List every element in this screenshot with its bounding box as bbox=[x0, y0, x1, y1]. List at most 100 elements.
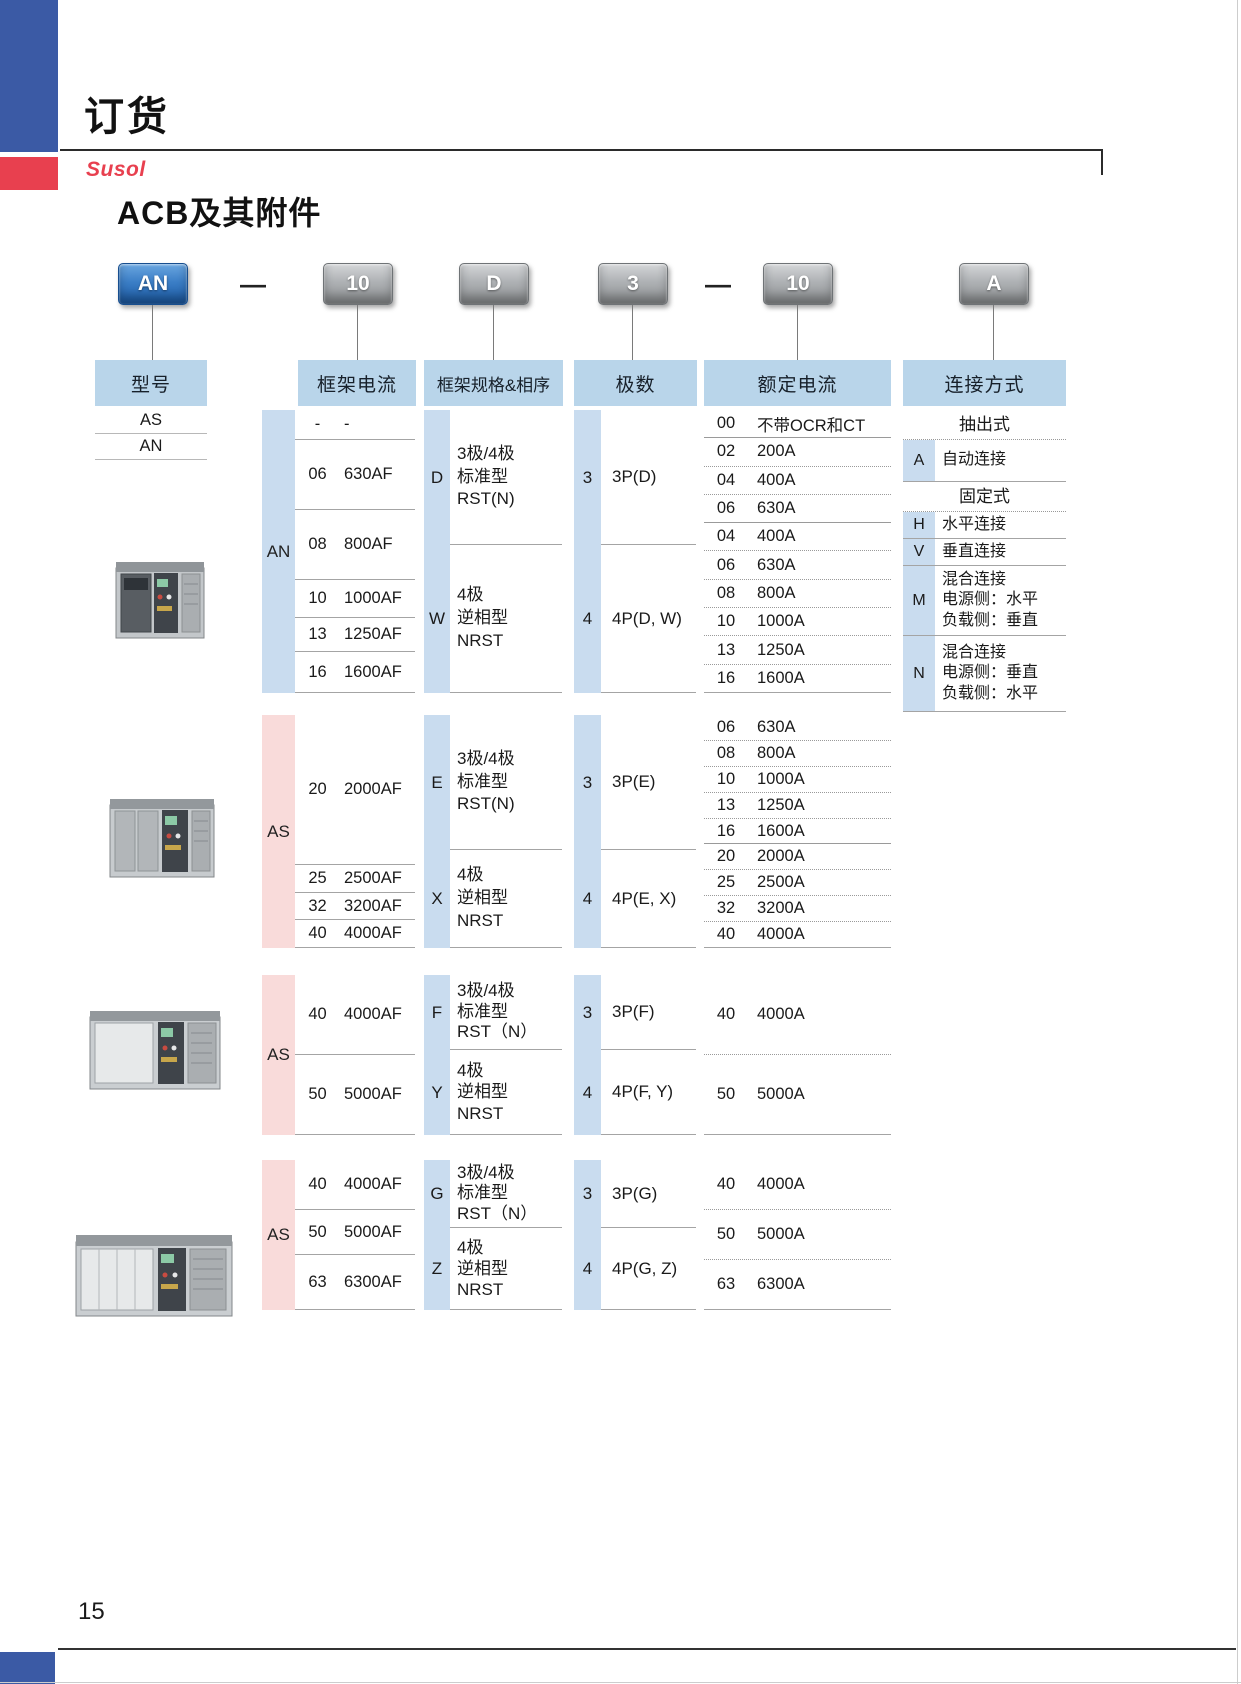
code-cell: 10 bbox=[716, 769, 736, 788]
value-cell: 630A bbox=[757, 499, 796, 518]
code-cell: 25 bbox=[308, 869, 327, 887]
spec-desc: 3极/4极 标准型 RST(N) bbox=[450, 715, 562, 850]
value-cell: 混合连接 电源侧：垂直 负载侧：水平 bbox=[942, 643, 1039, 702]
pole-label: 4P(E, X) bbox=[601, 850, 696, 948]
code-cell: 13 bbox=[308, 625, 327, 643]
code-cell: V bbox=[903, 539, 935, 565]
poles-number-strip: 3 4 bbox=[574, 410, 601, 693]
value-cell: 2000AF bbox=[344, 780, 402, 798]
top-rule-tick bbox=[1101, 149, 1103, 175]
table-row: 16 1600A bbox=[704, 665, 891, 693]
code-cell: 40 bbox=[308, 924, 327, 942]
frame-spec-descriptions: 3极/4极 标准型 RST（N） 4极 逆相型 NRST bbox=[450, 1160, 562, 1310]
code-cell: 32 bbox=[308, 896, 327, 915]
corner-accent-block bbox=[0, 0, 58, 152]
code-cell: 06 bbox=[308, 465, 327, 483]
value-cell: 1000A bbox=[757, 769, 805, 788]
corner-accent-block-bottom bbox=[0, 1652, 55, 1684]
value-cell: 400A bbox=[757, 527, 796, 546]
value-cell: 6300AF bbox=[344, 1272, 402, 1291]
code-dash: — bbox=[705, 269, 731, 299]
value-cell: 4000AF bbox=[344, 1005, 402, 1023]
connector-line bbox=[357, 305, 358, 360]
code-cell: 08 bbox=[716, 583, 736, 602]
product-photo-acb-1 bbox=[115, 562, 205, 639]
code-cell: 13 bbox=[716, 795, 736, 814]
column-header-frame-current: 框架电流 bbox=[298, 360, 416, 406]
code-cell: 40 bbox=[716, 1175, 736, 1193]
spec-letter: G bbox=[430, 1184, 444, 1203]
value-cell: 630A bbox=[757, 717, 796, 736]
series-strip-as: AS bbox=[262, 715, 295, 948]
page-number: 15 bbox=[78, 1598, 105, 1625]
pole-number: 4 bbox=[582, 889, 593, 908]
code-cell: 50 bbox=[308, 1085, 327, 1103]
pole-number: 4 bbox=[582, 1082, 593, 1102]
code-cell: 50 bbox=[308, 1222, 327, 1241]
code-cell: 40 bbox=[716, 1005, 736, 1023]
pole-number: 4 bbox=[582, 1259, 593, 1278]
value-cell: 800AF bbox=[344, 535, 393, 553]
value-cell: 800A bbox=[757, 743, 796, 762]
red-accent-block bbox=[0, 157, 58, 190]
spec-letter: W bbox=[428, 609, 446, 628]
value-cell: 5000AF bbox=[344, 1085, 402, 1103]
value-cell: 1600A bbox=[757, 668, 805, 687]
code-cell: 02 bbox=[716, 442, 736, 461]
code-cell: 16 bbox=[716, 668, 736, 687]
value-cell: 固定式 bbox=[959, 486, 1010, 506]
column-header-model: 型号 bbox=[95, 360, 207, 406]
page-right-edge bbox=[1237, 0, 1238, 1684]
value-cell: AS bbox=[139, 411, 162, 429]
pole-label: 4P(D, W) bbox=[601, 545, 696, 693]
spec-desc: 3极/4极 标准型 RST（N） bbox=[450, 975, 562, 1050]
poles-labels: 3P(E) 4P(E, X) bbox=[601, 715, 696, 948]
table-row: -- bbox=[295, 410, 415, 440]
top-rule bbox=[60, 149, 1103, 151]
spec-desc: 4极 逆相型 NRST bbox=[450, 1228, 562, 1310]
value-cell: 4000A bbox=[757, 925, 805, 944]
connector-line bbox=[152, 305, 153, 360]
spec-letter: Z bbox=[431, 1259, 443, 1278]
product-photo-acb-2 bbox=[109, 799, 215, 878]
series-strip-as: AS bbox=[262, 975, 295, 1135]
spec-letter: F bbox=[431, 1002, 443, 1022]
section-header-row: 抽出式 bbox=[903, 410, 1066, 440]
code-cell: 06 bbox=[716, 717, 736, 736]
value-cell: 4000AF bbox=[344, 1175, 402, 1193]
code-cell: 16 bbox=[308, 662, 327, 681]
pole-number: 3 bbox=[582, 467, 593, 487]
value-cell: 5000A bbox=[757, 1225, 805, 1243]
spec-letter: X bbox=[431, 889, 443, 908]
spec-desc: 4极 逆相型 NRST bbox=[450, 1050, 562, 1135]
code-cell: - bbox=[314, 415, 321, 433]
section-heading: ACB及其附件 bbox=[117, 195, 322, 231]
value-cell: 200A bbox=[757, 442, 796, 461]
